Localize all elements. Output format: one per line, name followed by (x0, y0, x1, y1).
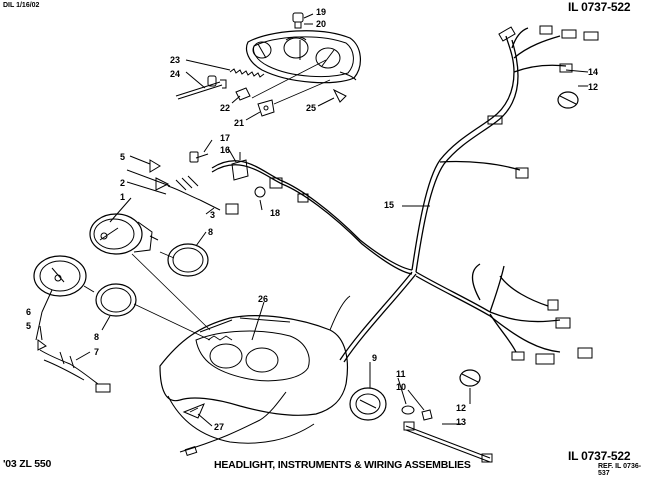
callout-17: 17 (220, 133, 230, 143)
tachometer-gauge (89, 213, 159, 255)
callout-13: 13 (456, 417, 466, 427)
leader-25 (317, 97, 335, 107)
gauge-bezel-ring-upper (167, 243, 209, 277)
switch-screw (189, 151, 209, 163)
ignition-switch (349, 387, 387, 421)
leader-5b (39, 325, 43, 341)
leader-7 (75, 351, 91, 361)
leader-11 (397, 377, 407, 405)
leader-26 (251, 301, 265, 341)
callout-19: 19 (316, 7, 326, 17)
callout-16: 16 (220, 145, 230, 155)
headlight-switch (231, 152, 249, 181)
callout-7: 7 (94, 347, 99, 357)
leader-6a (41, 289, 53, 313)
callout-12b: 12 (456, 403, 466, 413)
cable-clamp-lower (459, 369, 481, 387)
ignition-switch-lead (179, 391, 287, 457)
callout-18: 18 (270, 208, 280, 218)
leader-8b (101, 315, 111, 331)
callout-8b: 8 (94, 332, 99, 342)
callout-1: 1 (120, 192, 125, 202)
switch-nut (421, 409, 433, 421)
callout-15: 15 (384, 200, 394, 210)
gauge-bezel-ring-lower (95, 283, 137, 317)
bulb-screw (332, 88, 347, 103)
callout-9: 9 (372, 353, 377, 363)
cable-clamp-upper (557, 91, 579, 109)
callout-27: 27 (214, 422, 224, 432)
diagram-title: HEADLIGHT, INSTRUMENTS & WIRING ASSEMBLI… (214, 459, 471, 471)
main-wiring-harness (211, 27, 567, 363)
leader-19 (303, 13, 314, 19)
warning-decal (182, 403, 205, 419)
callout-12a: 12 (588, 82, 598, 92)
leader-16 (227, 147, 237, 163)
grommet (207, 75, 217, 87)
date-code: DIL 1/16/02 (3, 2, 40, 9)
leader-18 (259, 199, 263, 211)
callout-6: 6 (26, 307, 31, 317)
leader-24 (185, 71, 206, 89)
callout-22: 22 (220, 103, 230, 113)
callout-20: 20 (316, 19, 326, 29)
speedometer-gauge (33, 255, 95, 297)
harness-connectors (95, 25, 599, 393)
adjuster-screw (175, 79, 227, 100)
gauge-lamp-sockets-lower (37, 339, 99, 385)
callout-8a: 8 (208, 227, 213, 237)
gauge-lamp-sockets-upper (149, 159, 221, 211)
leader-8a (195, 231, 207, 247)
callout-26: 26 (258, 294, 268, 304)
leader-22 (231, 95, 241, 104)
retainer-bracket (257, 99, 275, 117)
leader-21 (245, 111, 261, 121)
callout-10: 10 (396, 382, 406, 392)
leader-17 (203, 139, 213, 153)
leader-6b (35, 311, 43, 341)
leader-1 (109, 197, 132, 223)
callout-11: 11 (396, 369, 406, 379)
instrument-support-panel (159, 295, 351, 444)
leader-14 (565, 69, 589, 73)
illustration-id-top: IL 0737-522 (568, 0, 631, 14)
leader-2a (126, 169, 171, 187)
callout-24: 24 (170, 69, 180, 79)
switch-washer (401, 405, 415, 415)
model-label: '03 ZL 550 (3, 458, 52, 470)
callout-23: 23 (170, 55, 180, 65)
leader-23 (185, 59, 231, 71)
callout-14: 14 (588, 67, 598, 77)
leader-10 (407, 389, 425, 411)
callout-21: 21 (234, 118, 244, 128)
callout-5b: 5 (26, 321, 31, 331)
callout-5a: 5 (120, 152, 125, 162)
headlight-bulb (292, 12, 304, 29)
callout-2b: 2 (120, 178, 125, 188)
callout-3: 3 (210, 210, 215, 220)
leader-27 (197, 413, 213, 427)
callout-25: 25 (306, 103, 316, 113)
speedometer-cable (403, 421, 493, 463)
headlight-housing (245, 30, 361, 84)
leader-2b (126, 181, 167, 195)
adjuster-spring (229, 68, 265, 78)
leader-5a (129, 155, 151, 165)
switch-knob (254, 186, 266, 198)
illustration-id-bottom: IL 0737-522 (568, 449, 631, 463)
leader-3 (205, 207, 215, 215)
